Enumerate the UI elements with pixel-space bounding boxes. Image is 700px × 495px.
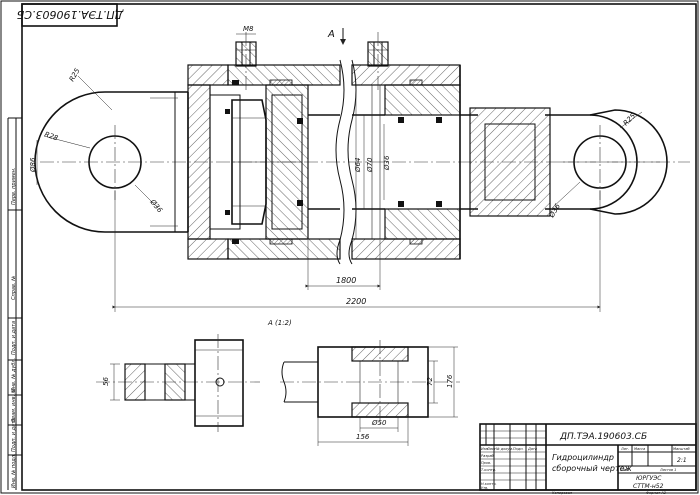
- tb-doc-code: ДП.ТЭА.190603.СБ: [559, 432, 647, 442]
- right-eye-dims: R25 Ø36: [547, 112, 643, 220]
- piston-rod: [308, 65, 478, 259]
- tb-row-izm: Изм.: [481, 447, 489, 451]
- stroke-dim: 1800: [305, 240, 381, 290]
- tb-name-line1: Гидроцилиндр: [552, 453, 614, 462]
- tb-org1: ЮРГУЭС: [636, 475, 662, 482]
- margin-label-2: Справ. №: [11, 276, 17, 300]
- margin-label-3: Подп. и дата: [11, 321, 17, 355]
- tb-row-sign: Подп.: [513, 447, 524, 451]
- dim-r-left-top: R25: [68, 67, 82, 83]
- dim-view-len: 156: [356, 433, 370, 441]
- dim-rod-dia2: Ø36: [383, 155, 391, 171]
- dim-view-left-h: 56: [102, 377, 110, 386]
- overall-dim: 2200: [112, 190, 601, 312]
- left-margin-strip: Перв. примен. Справ. № Подп. и дата Инв.…: [7, 117, 22, 490]
- title-block: Изм. Лист № докум. Подп. Дата Разраб. Пр…: [479, 423, 697, 491]
- doc-code-rotated: ДП.ТЭА.190603.СБ: [17, 3, 125, 27]
- tb-role-3: Т.контр.: [481, 468, 496, 472]
- tb-scale: 2:1: [677, 457, 687, 464]
- view-a-right: 72 176 Ø50 156: [280, 340, 460, 446]
- tb-role-4: Н.контр.: [481, 482, 497, 486]
- dim-view-pin: Ø50: [371, 419, 387, 427]
- tb-role-1: Разраб.: [481, 454, 495, 458]
- dim-pin-height: Ø86: [29, 157, 37, 173]
- margin-label-7: Инв. № подл.: [11, 454, 17, 489]
- tb-role-2: Пров.: [481, 461, 491, 465]
- doc-code-rotated-text: ДП.ТЭА.190603.СБ: [17, 8, 125, 21]
- tb-name-line2: сборочный чертеж: [552, 464, 633, 473]
- margin-label-6: Подп. и дата: [11, 418, 17, 452]
- piston-nut: [209, 84, 309, 240]
- view-a-left: 56: [96, 334, 260, 432]
- port-thread-label: М8: [243, 25, 254, 33]
- section-a-marker: А: [327, 28, 346, 45]
- break-line-left: [335, 59, 345, 265]
- margin-label-4: Инв. № дубл.: [11, 358, 17, 392]
- dim-overall: 2200: [346, 297, 366, 306]
- break-line-right: [347, 59, 357, 265]
- internal-dia-dims: Ø64 Ø70 Ø36: [354, 85, 391, 239]
- left-eye-dims: R25 R28 Ø36 Ø86: [29, 67, 164, 215]
- tb-row-doc: № докум.: [495, 447, 513, 451]
- copied-label: Копировал: [552, 491, 573, 495]
- dim-stroke: 1800: [336, 276, 356, 285]
- cylinder-body-left: [187, 64, 341, 260]
- margin-label-1: Перв. примен.: [11, 167, 17, 205]
- tb-header-lit: Лит.: [620, 447, 629, 451]
- dim-view-right-h1: 72: [426, 377, 434, 386]
- rod-end: [469, 107, 668, 217]
- dim-r-left-mid: R28: [43, 130, 59, 142]
- dim-piston-dia: Ø64: [354, 158, 362, 173]
- view-a-label: А (1:2): [267, 319, 292, 327]
- port-left: [235, 32, 257, 92]
- tb-header-scale: Масштаб: [673, 447, 690, 451]
- tb-sheet: Лист: [620, 468, 631, 472]
- tb-role-5: Утв.: [481, 486, 488, 490]
- tb-sheets: Листов 1: [659, 468, 676, 472]
- seals: [225, 79, 442, 245]
- tb-org2: СТТМ-н52: [633, 483, 664, 490]
- section-a-label: А: [327, 29, 335, 40]
- dim-view-right-h2: 176: [446, 374, 454, 388]
- tb-header-mass: Масса: [634, 447, 645, 451]
- format-label: Формат А2: [646, 491, 667, 495]
- dim-rod-dia1: Ø70: [366, 157, 374, 173]
- tb-row-list: Лист: [486, 447, 497, 451]
- port-right: [367, 32, 389, 92]
- main-cylinder-view: М8 А R25 R28 Ø36 Ø86 R25 Ø36 Ø64: [29, 25, 690, 312]
- tb-row-date: Дата: [527, 447, 537, 451]
- margin-label-5: Взам. инв. №: [11, 388, 17, 422]
